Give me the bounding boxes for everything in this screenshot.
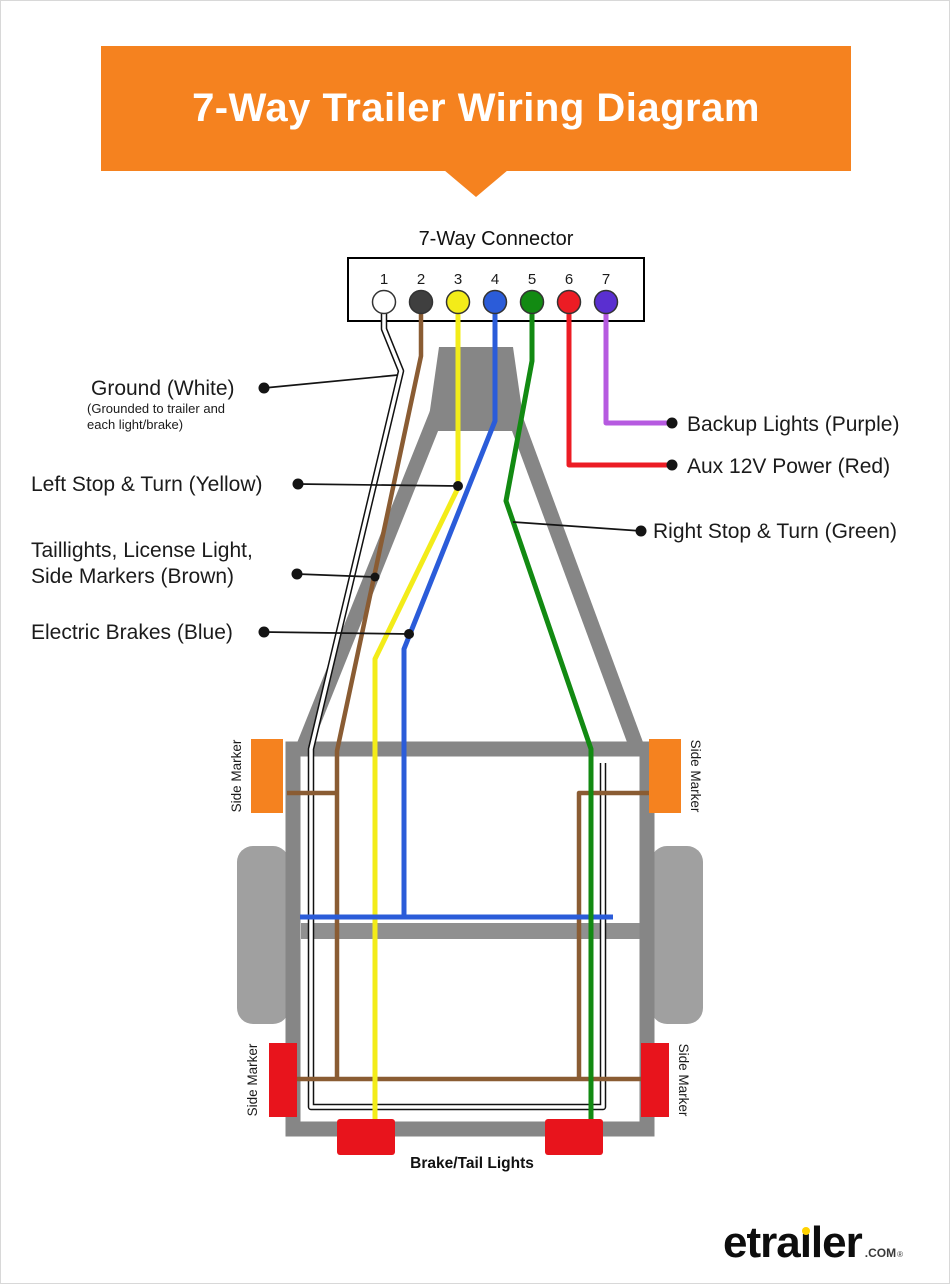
dot-backup-lights (666, 417, 678, 429)
label-backup-lights: Backup Lights (Purple) (687, 413, 899, 436)
connector-pin-2 (408, 289, 434, 315)
logo-registered-mark: ® (897, 1250, 903, 1259)
trailer-drawing (237, 347, 703, 1137)
page-title: 7-Way Trailer Wiring Diagram (192, 86, 760, 130)
dot-taillights-label (291, 568, 303, 580)
leader-ground (263, 374, 399, 389)
logo-yellow-dot-icon (801, 1227, 810, 1235)
brake-wire-blue (300, 302, 613, 920)
pin-number-7: 7 (602, 271, 610, 288)
dot-ground (258, 382, 270, 394)
connector-pin-1 (371, 289, 397, 315)
label-taillights-2: Side Markers (Brown) (31, 565, 234, 588)
side-marker-rear-left (269, 1043, 297, 1117)
header-banner: 7-Way Trailer Wiring Diagram (101, 46, 851, 171)
backup-wire-purple (603, 302, 667, 426)
dot-taillights-wire (370, 572, 380, 582)
pin-number-4: 4 (491, 271, 499, 288)
dot-electric-brakes-wire (404, 629, 414, 639)
connector-pin-4 (482, 289, 508, 315)
wires (281, 302, 667, 1131)
label-side-marker-front-right: Side Marker (688, 740, 703, 813)
connector-label: 7-Way Connector (419, 228, 574, 250)
leader-right-turn (512, 521, 642, 532)
leader-left-turn (297, 483, 459, 487)
logo-i: ı (799, 1218, 812, 1267)
label-ground-note-1: (Grounded to trailer and (87, 401, 225, 416)
light-fixtures (251, 739, 681, 1155)
trailer-tongue (427, 347, 525, 431)
taillight-wire-brown (281, 302, 653, 1082)
side-marker-front-right (649, 739, 681, 813)
label-aux-power: Aux 12V Power (Red) (687, 455, 890, 478)
label-side-marker-rear-right: Side Marker (676, 1044, 691, 1117)
dot-right-turn (635, 525, 647, 537)
dot-aux-power (666, 459, 678, 471)
pin-number-1: 1 (380, 271, 388, 288)
pin-number-6: 6 (565, 271, 573, 288)
callout-leaders (258, 374, 678, 639)
connector-pin-6 (556, 289, 582, 315)
connector-pin-3 (445, 289, 471, 315)
side-marker-front-left (251, 739, 283, 813)
trailer-body (285, 741, 655, 1137)
label-left-turn: Left Stop & Turn (Yellow) (31, 473, 263, 496)
brake-tail-light-right (545, 1119, 603, 1155)
trailer-wheel-left (237, 846, 289, 1024)
label-electric-brakes: Electric Brakes (Blue) (31, 621, 233, 644)
diagram-labels: 7-Way Connector Ground (White) (Grounded… (31, 228, 899, 1172)
banner-pointer (444, 170, 508, 197)
connector-pin-5 (519, 289, 545, 315)
label-right-turn: Right Stop & Turn (Green) (653, 520, 897, 543)
label-taillights-1: Taillights, License Light, (31, 539, 253, 562)
dot-left-turn-wire (453, 481, 463, 491)
left-turn-wire-yellow (372, 302, 461, 1131)
side-marker-rear-right (641, 1043, 669, 1117)
leader-taillights (296, 573, 376, 578)
brake-tail-light-left (337, 1119, 395, 1155)
pin-number-2: 2 (417, 271, 425, 288)
leader-electric-brakes (263, 631, 410, 635)
connector-pins: 1 2 3 4 5 6 7 (371, 271, 619, 315)
aux-power-wire-red (566, 302, 667, 468)
ground-wire-white (309, 302, 605, 1109)
dot-electric-brakes-label (258, 626, 270, 638)
label-brake-tail-lights: Brake/Tail Lights (410, 1155, 534, 1172)
label-ground-note-2: each light/brake) (87, 417, 183, 432)
trailer-wheel-right (651, 846, 703, 1024)
label-ground: Ground (White) (91, 377, 235, 400)
right-turn-wire-green (503, 302, 594, 1131)
logo-suffix: .COM (864, 1246, 897, 1260)
connector-pin-7 (593, 289, 619, 315)
dot-left-turn-label (292, 478, 304, 490)
label-side-marker-front-left: Side Marker (229, 739, 244, 812)
pin-number-3: 3 (454, 271, 462, 288)
pin-number-5: 5 (528, 271, 536, 288)
trailer-axle (301, 923, 640, 939)
label-side-marker-rear-left: Side Marker (245, 1043, 260, 1116)
